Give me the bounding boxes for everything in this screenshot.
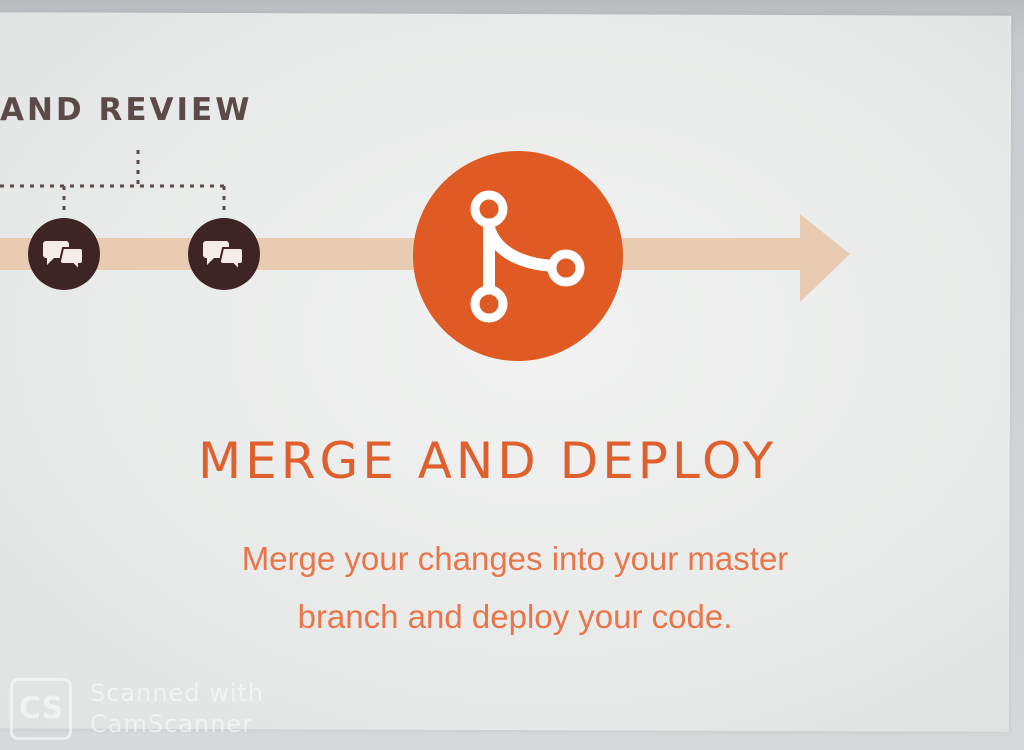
timeline-track xyxy=(0,238,800,270)
comment-icon xyxy=(28,218,100,290)
git-merge-icon xyxy=(413,151,623,361)
camscanner-logo: CS xyxy=(10,678,72,740)
comment-icon xyxy=(188,218,260,290)
watermark-line-2: CamScanner xyxy=(90,710,254,738)
watermark-text: Scanned with CamScanner xyxy=(90,678,264,740)
camscanner-watermark: CS Scanned with CamScanner xyxy=(10,678,280,744)
previous-step-label: AND REVIEW xyxy=(0,92,253,128)
section-title: MERGE AND DEPLOY xyxy=(198,432,778,490)
arrow-icon xyxy=(800,214,850,302)
watermark-line-1: Scanned with xyxy=(90,679,265,707)
section-description: Merge your changes into your master bran… xyxy=(241,540,789,635)
dotted-connector xyxy=(0,150,226,214)
